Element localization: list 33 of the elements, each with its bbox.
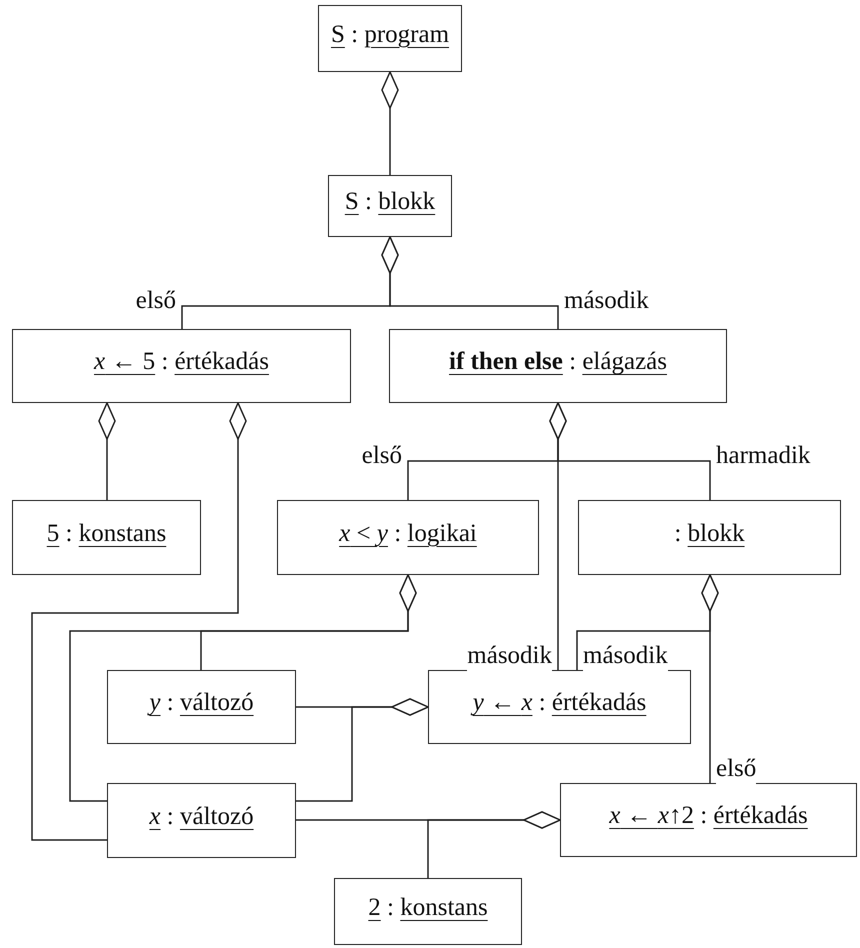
object-label: if then else : elágazás [449,347,667,377]
object-label: S : program [330,20,450,50]
aggregation-line [549,402,711,500]
object-box [107,670,296,744]
object-box [578,500,841,575]
object-label: x ← 5 : értékadás [94,347,269,377]
object-box [334,878,522,945]
object-box [277,500,539,575]
object-label: x : változó [149,802,254,832]
aggregation-line [381,236,559,329]
aggregation-line [69,574,417,802]
aggregation-line [296,698,429,802]
object-label: x < y : logikai [339,518,477,548]
object-box [328,175,452,237]
aggregation-line [98,402,116,500]
object-label: x ← x↑2 : értékadás [609,801,808,831]
object-box [12,329,351,403]
object-box [389,329,727,403]
object-box [12,500,201,575]
aggregation-line [31,402,247,841]
object-box [318,5,462,72]
object-label: y : változó [149,688,254,718]
object-label: : blokk [674,518,745,548]
aggregation-line [381,71,399,175]
object-label: S : blokk [344,187,436,217]
aggregation-line [427,811,561,878]
aggregation-line [701,574,719,783]
object-label: 2 : konstans [368,892,488,922]
object-label: 5 : konstans [46,518,166,548]
object-box [428,670,691,744]
object-label: y ← x : értékadás [472,688,646,718]
object-box [560,783,857,857]
object-box [107,783,296,858]
